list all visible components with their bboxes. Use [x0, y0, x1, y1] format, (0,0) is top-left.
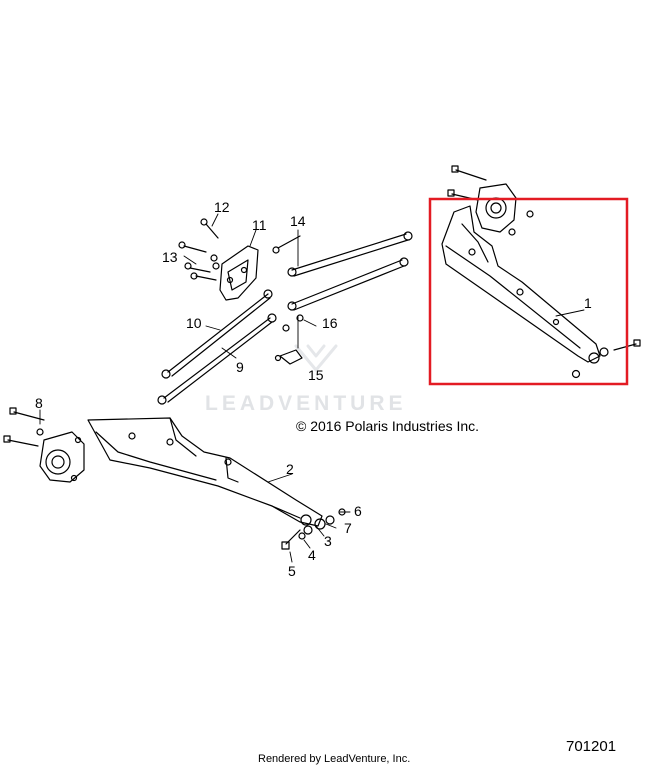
trailing-arm-right: [441, 205, 601, 364]
callout-14: 14: [290, 213, 306, 229]
callout-2: 2: [286, 461, 294, 477]
callout-9: 9: [236, 359, 244, 375]
callout-3: 3: [324, 533, 332, 549]
callout-7: 7: [344, 520, 352, 536]
copyright-text: © 2016 Polaris Industries Inc.: [296, 418, 480, 434]
callout-8: 8: [35, 395, 43, 411]
callout-4: 4: [308, 547, 316, 563]
callout-16: 16: [322, 315, 338, 331]
bracket-11: [219, 245, 259, 301]
watermark-text: LEADVENTURE: [205, 392, 407, 415]
control-rod-9: [157, 313, 277, 405]
highlight-box: [428, 197, 629, 386]
upper-link-16: [282, 257, 409, 332]
strap-15: [274, 349, 303, 365]
callout-13: 13: [162, 249, 178, 265]
control-rod-10: [161, 289, 273, 379]
callout-5: 5: [288, 563, 296, 579]
bearing-carrier-right: [475, 183, 534, 233]
bolts-right: [447, 165, 641, 379]
callout-1: 1: [584, 295, 592, 311]
bolts-12-13: [178, 218, 220, 281]
upper-link-14: [272, 231, 413, 277]
callout-10: 10: [186, 315, 202, 331]
callout-15: 15: [308, 367, 324, 383]
watermark-logo: [294, 344, 338, 372]
rendered-by-text: Rendered by LeadVenture, Inc.: [258, 753, 411, 765]
callout-6: 6: [354, 503, 362, 519]
bearing-carrier-left: [39, 431, 85, 483]
leader-lines: [39, 213, 585, 563]
callout-11: 11: [252, 217, 267, 233]
trailing-arm-left: [87, 417, 326, 530]
callout-12: 12: [214, 199, 230, 215]
bolt-8: [3, 407, 45, 447]
diagram-number: 701201: [566, 738, 617, 755]
